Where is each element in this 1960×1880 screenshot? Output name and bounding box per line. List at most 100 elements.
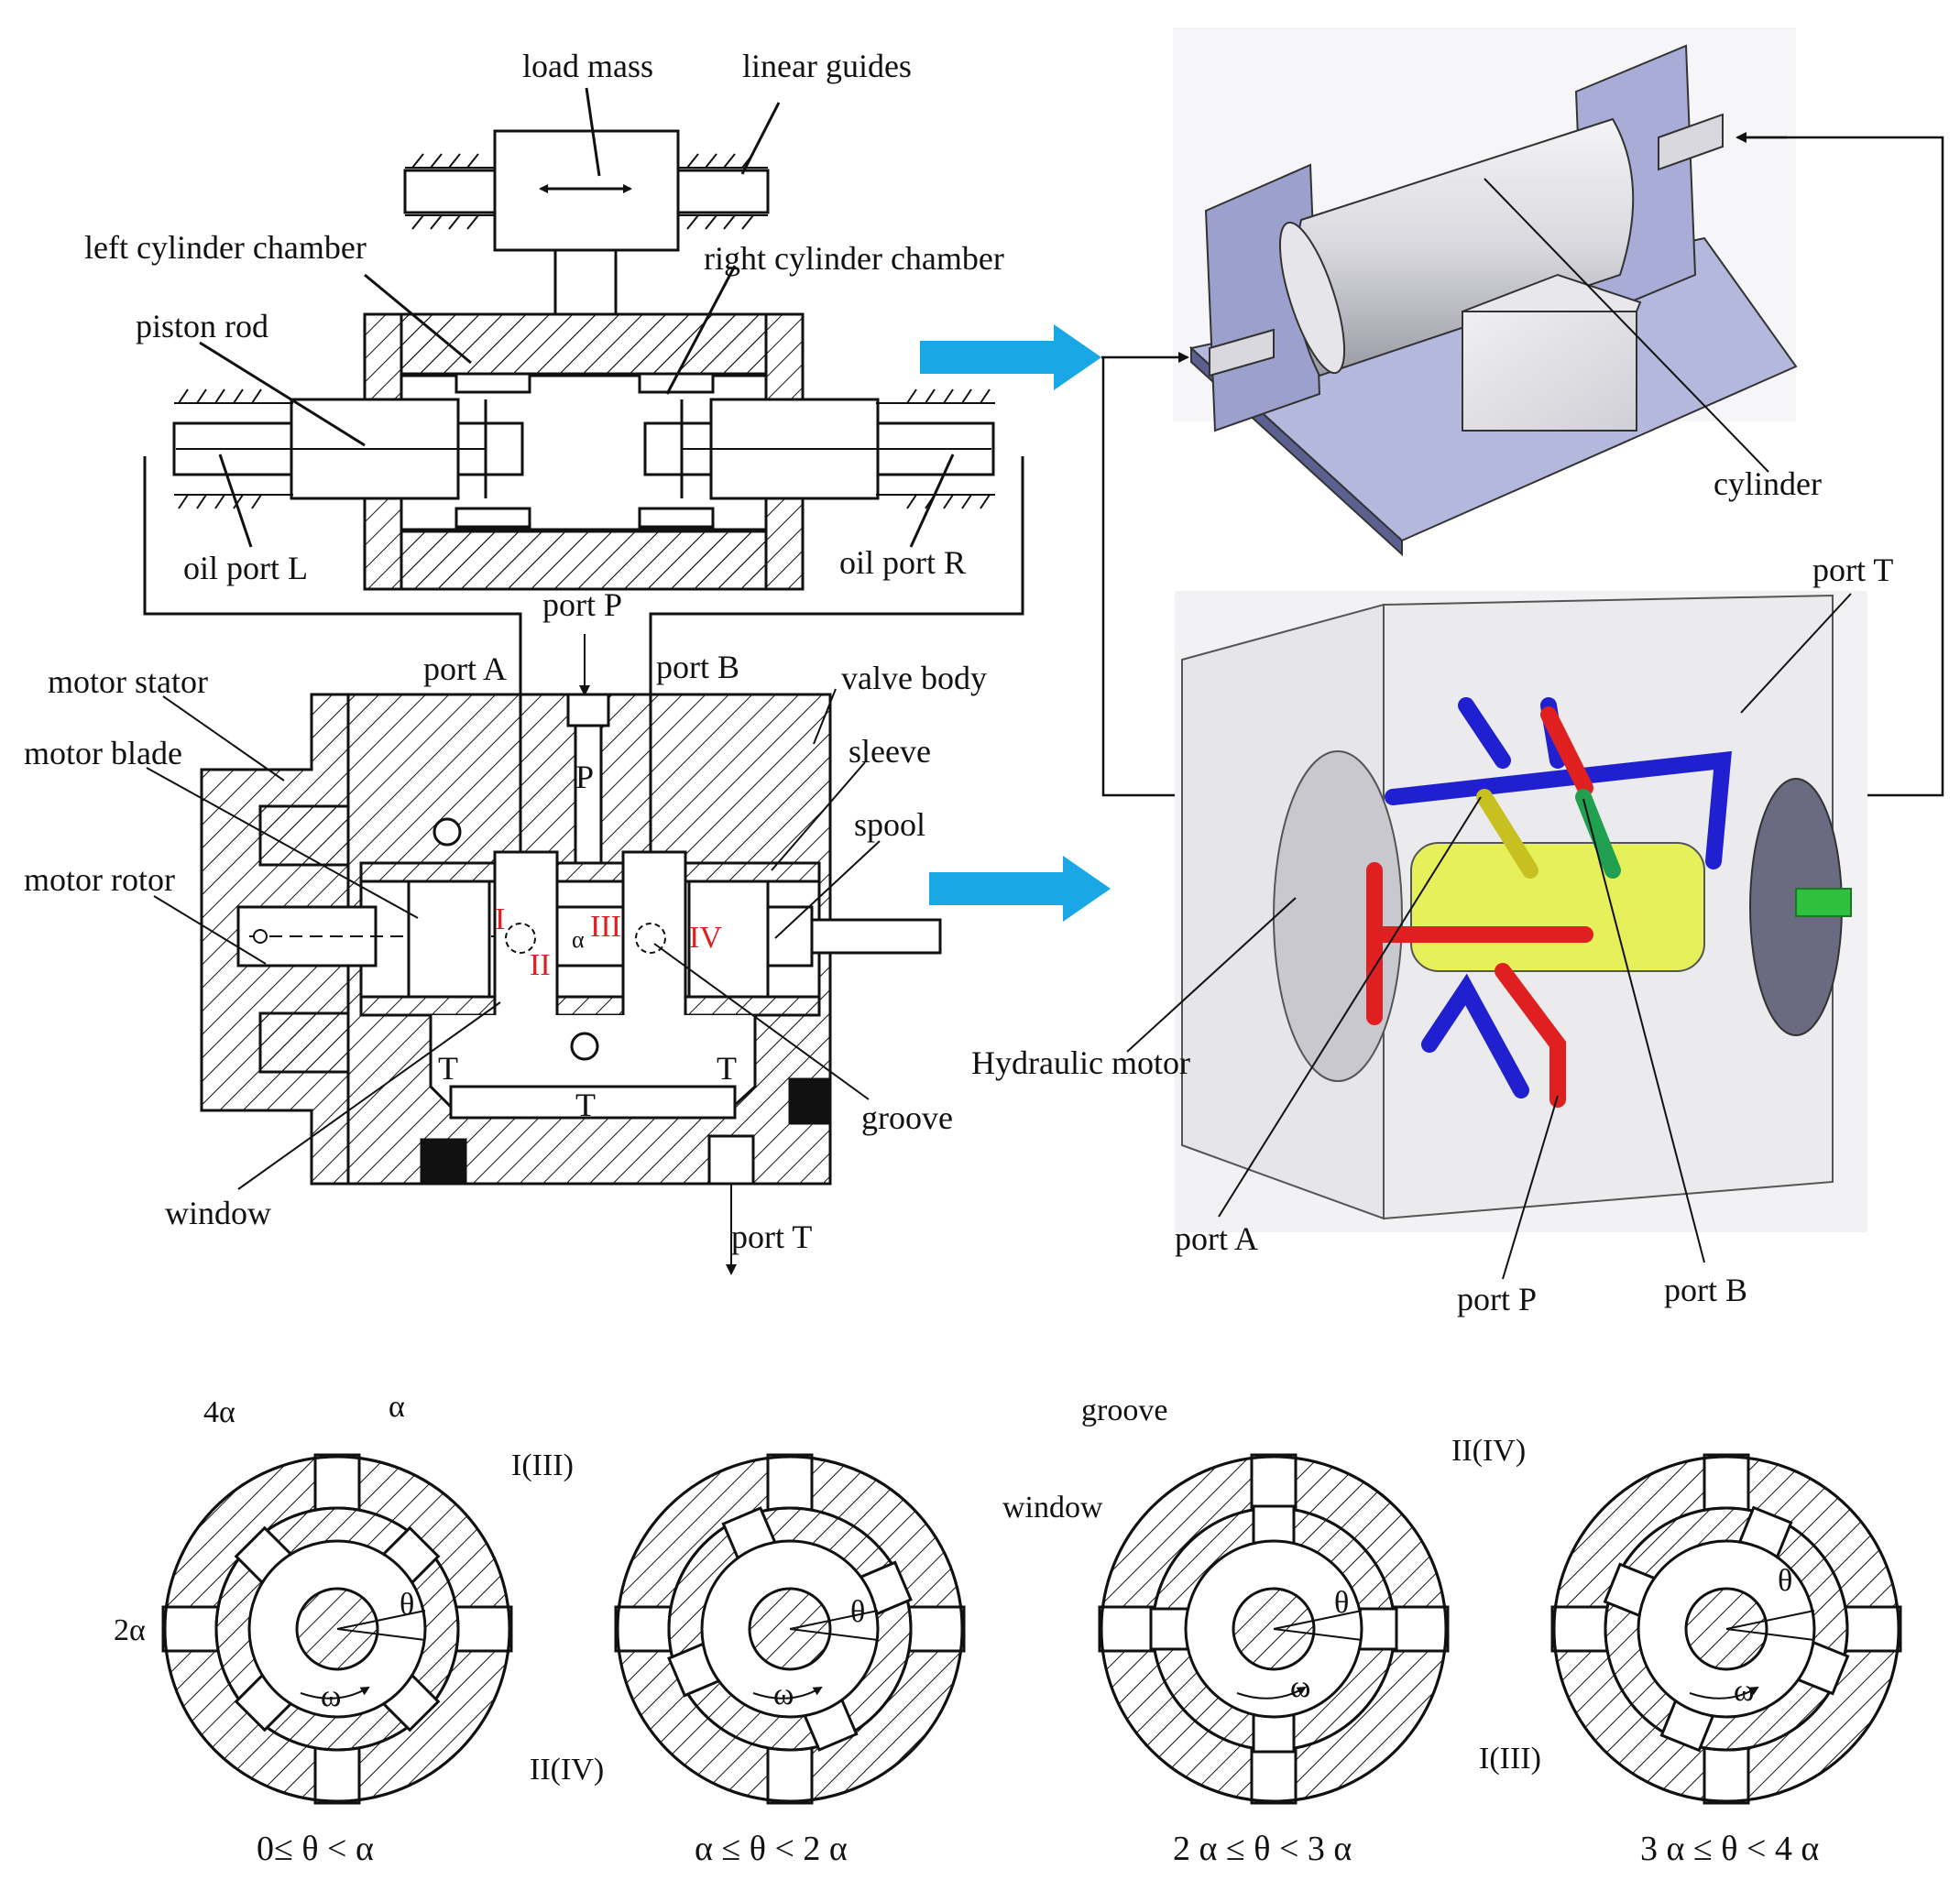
- roman-i: I: [495, 902, 505, 936]
- theta-line: [336, 1610, 426, 1630]
- cross-section-4: [1550, 1453, 1902, 1805]
- omega-arrow: [1689, 1686, 1759, 1700]
- label-oil-port-r: oil port R: [839, 544, 966, 581]
- roman-ii: II: [530, 948, 551, 982]
- sec1-label-2a: 2α: [114, 1613, 146, 1647]
- flow-arrow-middle: [929, 856, 1111, 922]
- sec1-label-4a: 4α: [203, 1395, 235, 1429]
- label-port-a-3d: port A: [1175, 1220, 1258, 1257]
- flow-arrows: [920, 324, 1111, 922]
- sec4-caption: 3 α ≤ θ < 4 α: [1640, 1830, 1819, 1868]
- label-hydraulic-motor: Hydraulic motor: [971, 1044, 1190, 1081]
- linear-guide-left: [403, 169, 497, 214]
- sec1-label-theta: θ: [400, 1588, 414, 1622]
- label-motor-rotor: motor rotor: [24, 861, 175, 898]
- theta-line: [1725, 1628, 1815, 1641]
- sec1-label-a: α: [389, 1390, 405, 1424]
- label-cylinder-3d: cylinder: [1714, 465, 1822, 502]
- oil-line-l: [143, 456, 522, 696]
- label-motor-stator: motor stator: [48, 663, 208, 700]
- sec3-label-i-iii: I(III): [1479, 1742, 1541, 1776]
- label-oil-port-l: oil port L: [183, 550, 308, 586]
- label-port-t: port T: [731, 1219, 812, 1255]
- label-port-a: port A: [423, 650, 507, 687]
- theta-line: [1273, 1610, 1363, 1630]
- mark-t-left: T: [438, 1050, 458, 1087]
- theta-line: [789, 1610, 879, 1630]
- spool-3d: [1410, 842, 1705, 972]
- sec1-label-i-iii: I(III): [511, 1448, 574, 1482]
- omega-arrow: [752, 1686, 823, 1700]
- label-port-p: port P: [542, 586, 622, 623]
- 3d-valve-labels: port T Hydraulic motor port A port P por…: [971, 552, 1893, 1317]
- 3d-cylinder-model: [1173, 27, 1798, 557]
- groove-slot: [1252, 1504, 1296, 1545]
- label-right-cylinder-chamber: right cylinder chamber: [704, 240, 1004, 277]
- valve-schematic: [146, 634, 942, 1275]
- pipe-p: [1366, 706, 1593, 1108]
- load-mass-box: [493, 129, 680, 252]
- mark-t-right: T: [717, 1050, 737, 1087]
- label-port-b-3d: port B: [1664, 1272, 1747, 1308]
- spool-land-2: [493, 850, 559, 1028]
- outer-edge: [1100, 1455, 1448, 1803]
- cylinder-block: [1462, 311, 1637, 432]
- sec2-label-omega: ω: [773, 1678, 794, 1711]
- label-groove: groove: [861, 1099, 953, 1136]
- label-load-mass: load mass: [522, 48, 653, 84]
- sec4-label-omega: ω: [1734, 1674, 1754, 1708]
- label-spool: spool: [854, 806, 925, 843]
- sec3-label-ii-iv: II(IV): [1451, 1434, 1526, 1468]
- outer-edge: [616, 1455, 964, 1803]
- mark-alpha: α: [572, 926, 585, 953]
- valve-labels: port P port A port B motor stator valve …: [24, 586, 987, 1255]
- label-port-b: port B: [656, 649, 739, 685]
- sleeve: [359, 861, 821, 883]
- spool-land-3: [621, 850, 687, 1028]
- pipe-a: [1476, 789, 1538, 879]
- omega-arrow: [300, 1686, 370, 1700]
- theta-line: [1725, 1610, 1815, 1630]
- cross-sections: [161, 1453, 1902, 1805]
- label-port-p-3d: port P: [1457, 1281, 1537, 1317]
- label-window: window: [165, 1195, 271, 1231]
- theta-line: [789, 1628, 879, 1641]
- cylinder-schematic: [143, 87, 1024, 696]
- label-valve-body: valve body: [841, 660, 987, 696]
- sec4-label-theta: θ: [1778, 1564, 1792, 1598]
- label-motor-blade: motor blade: [24, 735, 182, 771]
- sec3-label-theta: θ: [1334, 1586, 1349, 1620]
- t-plug-right: [788, 1077, 832, 1125]
- groove-slot: [1358, 1607, 1398, 1651]
- cylinder-labels: load mass linear guides left cylinder ch…: [84, 48, 1004, 586]
- label-port-t-3d: port T: [1812, 552, 1893, 588]
- pipe-t: [1385, 697, 1732, 1098]
- sec3-label-omega: ω: [1290, 1670, 1310, 1704]
- label-piston-rod: piston rod: [136, 308, 268, 344]
- outer-edge: [1552, 1455, 1900, 1803]
- outer-edge: [163, 1455, 511, 1803]
- cross-section-3: [1098, 1453, 1450, 1805]
- sec1-caption: 0≤ θ < α: [257, 1830, 374, 1868]
- roman-iii: III: [590, 910, 621, 944]
- cross-section-labels: 4α α I(III) 2α θ ω II(IV) 0≤ θ < α θ ω α…: [114, 1390, 1819, 1868]
- groove-slot: [1252, 1713, 1296, 1754]
- sec1-label-omega: ω: [321, 1679, 341, 1713]
- label-left-cylinder-chamber: left cylinder chamber: [84, 229, 367, 266]
- theta-line: [336, 1628, 426, 1641]
- cross-section-1: [161, 1453, 513, 1805]
- roman-iv: IV: [689, 921, 722, 955]
- spool-land-1: [407, 880, 491, 999]
- sec3-caption: 2 α ≤ θ < 3 α: [1173, 1830, 1352, 1868]
- oil-line-r: [649, 456, 1024, 696]
- cross-section-2: [614, 1453, 966, 1805]
- sec3-label-window: window: [1002, 1491, 1103, 1525]
- mark-p: P: [575, 759, 594, 795]
- sec2-label-theta: θ: [850, 1595, 865, 1629]
- flow-arrow-top: [920, 324, 1101, 390]
- pipe-b: [1575, 789, 1621, 879]
- omega-arrow: [1236, 1686, 1307, 1700]
- 3d-valve-model: [1126, 591, 1867, 1280]
